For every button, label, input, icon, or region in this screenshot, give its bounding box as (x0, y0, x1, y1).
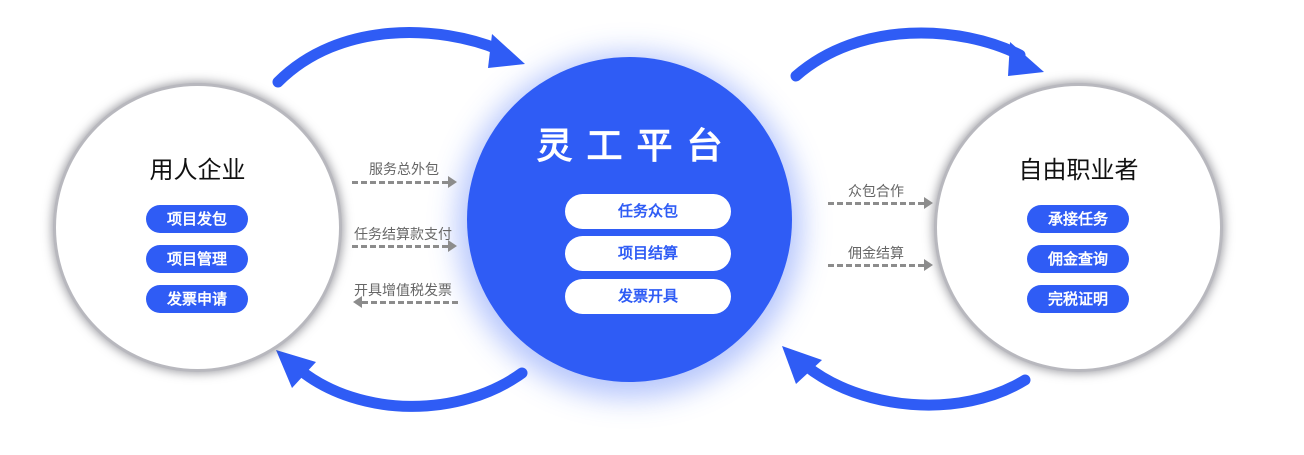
flow-arrow-left-icon (353, 296, 362, 308)
flow-arrow-right-icon (448, 240, 457, 252)
arrowhead-center-to-right (1008, 42, 1044, 76)
platform-item-project-settle[interactable]: 项目结算 (565, 236, 731, 271)
flow-line-commission-settle (828, 264, 924, 267)
flow-label-task-payment: 任务结算款支付 (354, 227, 452, 243)
enterprise-item-invoice-apply[interactable]: 发票申请 (146, 285, 248, 313)
arrow-right-to-center (799, 359, 1031, 411)
freelancer-title: 自由职业者 (1018, 156, 1139, 184)
freelancer-item-tax-certificate[interactable]: 完税证明 (1027, 285, 1129, 313)
flow-label-crowd-cooperation: 众包合作 (848, 184, 904, 200)
flow-line-service-outsource (352, 181, 448, 184)
flow-label-service-outsource: 服务总外包 (369, 162, 439, 178)
flow-label-commission-settle: 佣金结算 (848, 246, 904, 262)
enterprise-title: 用人企业 (149, 156, 246, 184)
flow-arrow-right-icon (924, 197, 933, 209)
platform-circle: 灵工平台 任务众包 项目结算 发票开具 (467, 57, 792, 382)
freelancer-item-accept-task[interactable]: 承接任务 (1027, 205, 1129, 233)
flow-arrow-right-icon (448, 176, 457, 188)
flow-arrow-right-icon (924, 259, 933, 271)
arrowhead-right-to-center (782, 346, 822, 384)
enterprise-item-project-manage[interactable]: 项目管理 (146, 245, 248, 273)
arrow-left-to-center (272, 27, 506, 88)
arrowhead-left-to-center (488, 34, 525, 68)
flow-line-crowd-cooperation (828, 202, 924, 205)
platform-title: 灵工平台 (536, 126, 737, 167)
flow-line-vat-invoice (362, 301, 458, 304)
platform-item-task-crowdsource[interactable]: 任务众包 (565, 194, 731, 229)
arrowhead-center-to-left (276, 350, 316, 388)
platform-item-invoice-issue[interactable]: 发票开具 (565, 279, 731, 314)
arrow-center-to-left (294, 364, 528, 412)
enterprise-circle: 用人企业 项目发包 项目管理 发票申请 (56, 86, 339, 369)
flow-label-vat-invoice: 开具增值税发票 (354, 283, 452, 299)
enterprise-item-project-publish[interactable]: 项目发包 (146, 205, 248, 233)
arrow-center-to-right (790, 27, 1026, 82)
freelancer-circle: 自由职业者 承接任务 佣金查询 完税证明 (937, 86, 1220, 369)
flow-line-task-payment (352, 245, 448, 248)
freelancer-item-commission-query[interactable]: 佣金查询 (1027, 245, 1129, 273)
